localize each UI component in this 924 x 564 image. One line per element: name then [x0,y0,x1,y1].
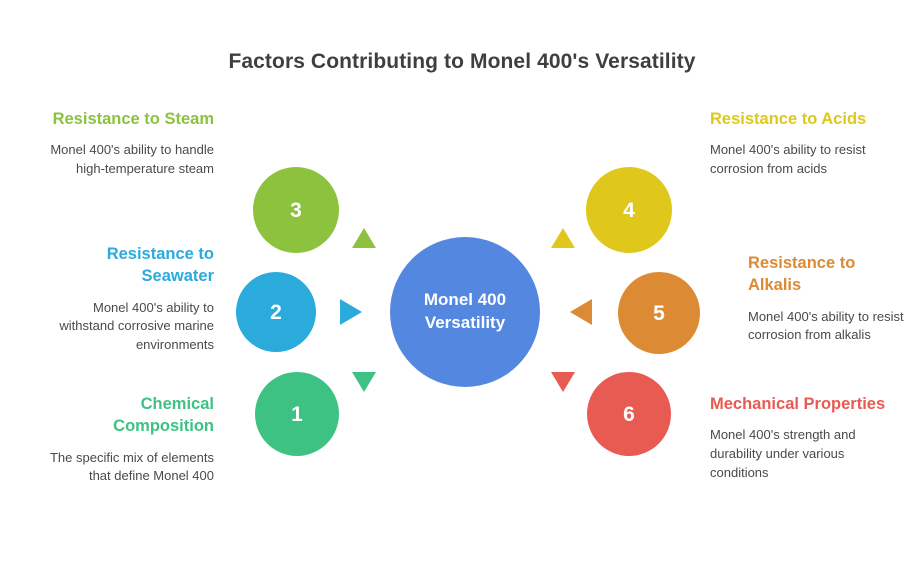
factor-heading-1: Chemical Composition [113,395,214,436]
factor-text-resistance-to-seawater: Resistance to Seawater Monel 400's abili… [38,243,214,355]
factor-number-4: 4 [623,198,635,222]
down-triangle-icon [551,372,575,392]
factor-heading-5: Resistance to Alkalis [748,254,856,295]
factor-number-3: 3 [290,198,302,222]
factor-heading-3: Resistance to Steam [52,110,214,128]
up-triangle-icon [352,228,376,248]
factor-number-1: 1 [291,402,303,426]
factor-number-6: 6 [623,402,635,426]
factor-number-2: 2 [270,300,282,324]
factor-number-5: 5 [653,301,665,325]
factor-text-resistance-to-steam: Resistance to Steam Monel 400's ability … [38,108,214,179]
factor-heading-6: Mechanical Properties [710,395,886,413]
center-node[interactable]: Monel 400 Versatility [390,237,540,387]
factor-text-resistance-to-alkalis: Resistance to Alkalis Monel 400's abilit… [748,252,908,345]
up-triangle-icon [551,228,575,248]
factor-circle-3[interactable]: 3 [253,167,339,253]
center-label-line1: Monel 400 [423,290,507,310]
page-title: Factors Contributing to Monel 400's Vers… [228,50,696,73]
factor-description-1: The specific mix of elements that define… [49,449,214,484]
right-triangle-icon [340,299,362,325]
left-triangle-icon [570,299,592,325]
factor-description-4: Monel 400's ability to resist corrosion … [710,142,866,177]
factor-circle-4[interactable]: 4 [586,167,672,253]
center-label-line2: Versatility [424,313,506,332]
factor-circle-1[interactable]: 1 [255,372,339,456]
factor-circle-6[interactable]: 6 [587,372,671,456]
factor-description-3: Monel 400's ability to handle high-tempe… [50,142,214,177]
factor-description-5: Monel 400's ability to resist corrosion … [748,308,904,343]
factor-text-chemical-composition: Chemical Composition The specific mix of… [38,393,214,486]
factor-heading-4: Resistance to Acids [710,110,867,128]
factor-heading-2: Resistance to Seawater [106,245,214,286]
factor-circle-5[interactable]: 5 [618,272,700,354]
factor-description-2: Monel 400's ability to withstand corrosi… [59,299,214,353]
factor-text-resistance-to-acids: Resistance to Acids Monel 400's ability … [710,108,886,179]
factor-circle-2[interactable]: 2 [236,272,316,352]
factor-text-mechanical-properties: Mechanical Properties Monel 400's streng… [710,393,896,483]
down-triangle-icon [352,372,376,392]
factor-description-6: Monel 400's strength and durability unde… [710,427,856,480]
